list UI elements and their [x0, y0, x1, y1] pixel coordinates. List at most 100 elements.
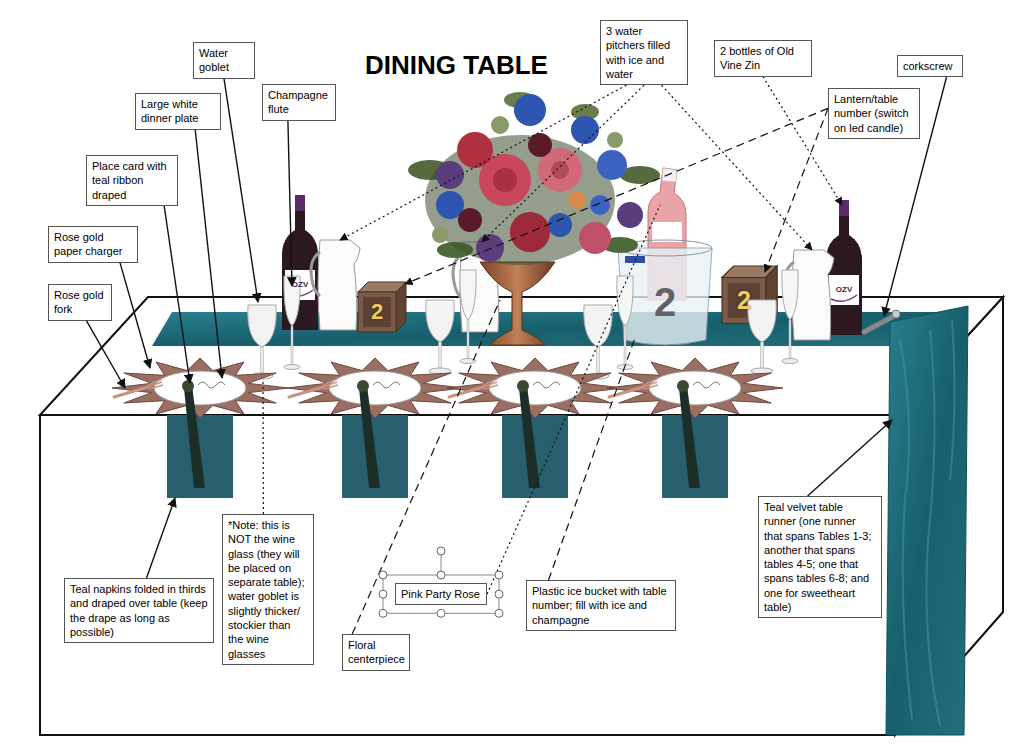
- ice-bucket-band: [625, 256, 645, 263]
- leaf: [425, 135, 615, 265]
- bottle-logo: OZV: [292, 281, 308, 289]
- water-goblet: [584, 305, 612, 379]
- champagne-flute: [284, 276, 300, 370]
- callout-box: Water goblet: [193, 42, 255, 79]
- resize-handle: [437, 547, 445, 555]
- leader-line: [352, 300, 500, 634]
- callout-box: Place card with teal ribbon draped: [86, 155, 178, 206]
- callout-box: Teal napkins folded in thirds and draped…: [64, 578, 214, 643]
- lantern: [358, 282, 406, 332]
- flower: [597, 150, 627, 180]
- place-setting: [607, 358, 783, 498]
- flower: [432, 227, 448, 243]
- leader-line: [487, 205, 660, 594]
- flower: [548, 213, 572, 237]
- callout-box: *Note: this is NOT the wine glass (they …: [222, 514, 314, 665]
- callout-box: Teal velvet table runner (one runner tha…: [758, 496, 882, 618]
- callout-text: Teal napkins folded in thirds and draped…: [70, 582, 208, 639]
- velvet-texture: [900, 320, 955, 725]
- callout-text: Rose gold fork: [54, 288, 106, 317]
- flower: [493, 168, 517, 192]
- flower: [607, 132, 623, 148]
- place-setting: [447, 358, 623, 498]
- leader-line: [120, 263, 150, 368]
- callout-text: corkscrew: [903, 59, 957, 73]
- resize-handle: [437, 571, 445, 579]
- callout-text: Lantern/table number (switch on led cand…: [834, 92, 914, 135]
- resize-handle: [495, 609, 503, 617]
- leader-line: [340, 85, 626, 240]
- callout-box: Rose gold paper charger: [48, 226, 138, 263]
- resize-handle: [379, 609, 387, 617]
- resize-handle: [437, 609, 445, 617]
- table-number: 2: [371, 301, 383, 323]
- callout-text: 2 bottles of Old Vine Zin: [720, 44, 806, 73]
- resize-handle: [379, 590, 387, 598]
- flower: [457, 132, 493, 168]
- leader-line: [147, 498, 176, 578]
- table-number: 2: [654, 282, 676, 322]
- leader-line: [765, 108, 828, 272]
- champagne-label: [652, 222, 682, 242]
- callout-text: Teal velvet table runner (one runner tha…: [764, 500, 876, 614]
- selection-frame: [379, 547, 503, 617]
- callout-text: *Note: this is NOT the wine glass (they …: [228, 518, 308, 661]
- leader-line: [405, 108, 828, 284]
- leader-line: [262, 380, 264, 514]
- resize-handle: [495, 571, 503, 579]
- diagram-title: DINING TABLE: [365, 50, 548, 81]
- callout-text: Champagne flute: [268, 88, 330, 117]
- water-goblet: [248, 305, 276, 379]
- flower: [514, 94, 546, 126]
- callout-text: Water goblet: [199, 46, 249, 75]
- callout-box: Floral centerpiece: [342, 634, 410, 671]
- resize-handle: [495, 590, 503, 598]
- flower: [590, 195, 610, 215]
- flower: [476, 234, 504, 262]
- bouquet: [408, 92, 660, 265]
- leader-line: [195, 130, 222, 378]
- flower: [510, 212, 550, 252]
- water-pitcher: [311, 240, 360, 330]
- callout-box: 2 bottles of Old Vine Zin: [714, 40, 812, 77]
- flower: [491, 116, 509, 134]
- resize-handle: [379, 571, 387, 579]
- callout-box: Champagne flute: [262, 84, 336, 121]
- champagne-flute: [617, 276, 633, 370]
- flower: [617, 202, 643, 228]
- flower: [568, 191, 586, 209]
- table-runner-drape: [886, 306, 968, 735]
- champagne-foil: [662, 168, 677, 182]
- callout-box: corkscrew: [897, 55, 963, 77]
- leader-line: [288, 121, 292, 286]
- callout-box: Lantern/table number (switch on led cand…: [828, 88, 920, 139]
- vase: [480, 262, 555, 345]
- flower: [551, 161, 569, 179]
- bottle-logo: OZV: [836, 286, 852, 294]
- flower: [571, 116, 599, 144]
- flower: [458, 208, 482, 232]
- place-setting: [112, 358, 288, 498]
- callout-text: Place card with teal ribbon draped: [92, 159, 172, 202]
- callout-text: Pink Party Rose: [401, 587, 481, 601]
- champagne-flute: [782, 270, 798, 364]
- leader-line: [549, 338, 636, 580]
- champagne-flute: [460, 270, 476, 364]
- corkscrew-top: [892, 310, 900, 318]
- callout-box: Large white dinner plate: [135, 93, 221, 130]
- corkscrew-body: [864, 316, 894, 332]
- leader-line: [164, 206, 190, 383]
- callout-text: Large white dinner plate: [141, 97, 215, 126]
- leader-line: [808, 420, 892, 496]
- water-goblet: [748, 300, 776, 374]
- callout-box: Rose gold fork: [48, 284, 112, 321]
- callout-text: Floral centerpiece: [348, 638, 404, 667]
- selection-outline: [383, 575, 499, 613]
- callout-text: Rose gold paper charger: [54, 230, 132, 259]
- place-setting: [287, 358, 463, 498]
- leader-line: [224, 79, 258, 302]
- callout-box: Pink Party Rose: [395, 583, 487, 605]
- callout-text: Plastic ice bucket with table number; fi…: [532, 584, 670, 627]
- flower: [528, 133, 552, 157]
